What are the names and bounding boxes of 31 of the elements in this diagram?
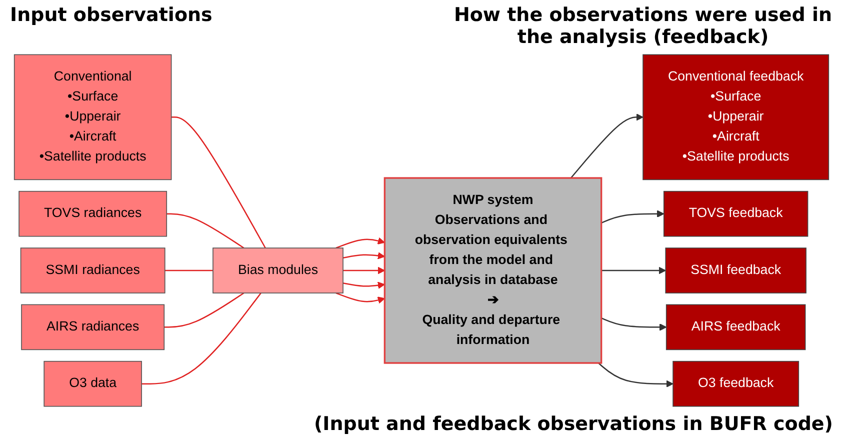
node-box	[672, 360, 800, 407]
node-box	[663, 190, 808, 237]
node-box	[212, 248, 344, 294]
arrow	[601, 266, 666, 274]
arrow	[598, 362, 674, 388]
heading: Input observations	[10, 4, 212, 26]
arrow	[342, 282, 385, 289]
flowchart: Conventional •Surface •Upperair •Aircraft •Satellite products TOVS radiances SSMI radiances AIRS radiances O3 data Bias modules NWP system Observations and observation equivalents from the model and analysis in database ➔ Quality and departure information Conventional feedback •Surface •Upperair •Aircraft •Satellite products TOVS feedback SSMI feedback AIRS feedback O3 feedback	[0, 48, 843, 413]
arrow	[570, 114, 644, 178]
arrow	[342, 252, 385, 260]
node-box	[44, 360, 142, 407]
connector	[164, 292, 244, 328]
connector	[142, 292, 262, 384]
node-box	[20, 248, 166, 294]
heading: How the observations were used in the analysis (feedback)	[453, 4, 833, 48]
node-box	[666, 304, 806, 350]
arrow	[336, 237, 385, 249]
arrow	[336, 292, 385, 304]
arrow	[601, 210, 664, 224]
node-box	[384, 177, 602, 364]
node-box	[14, 54, 172, 180]
arrow	[601, 317, 667, 331]
arrow	[343, 266, 385, 274]
connector	[171, 116, 266, 248]
connector	[164, 270, 213, 272]
caption: (Input and feedback observations in BUFR code)	[312, 413, 834, 437]
node-box	[665, 248, 806, 294]
node-box	[21, 304, 165, 350]
node-box	[18, 190, 168, 237]
node-box	[642, 54, 830, 180]
connector	[166, 213, 244, 249]
